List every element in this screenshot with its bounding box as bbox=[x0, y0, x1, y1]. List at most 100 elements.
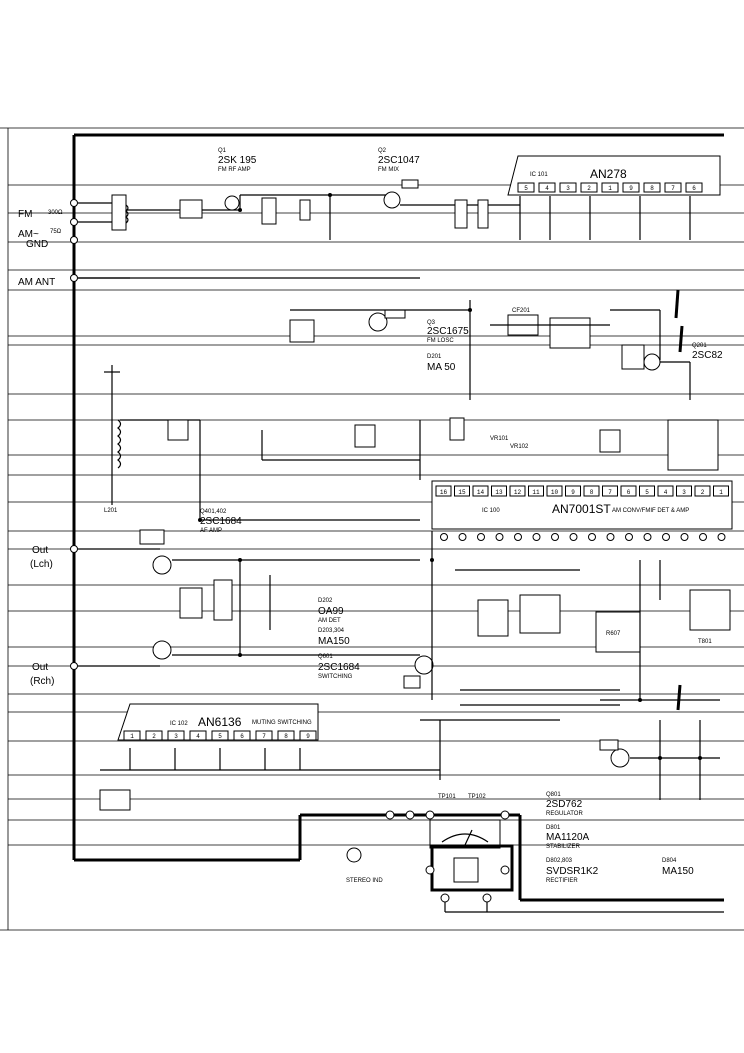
ic100-pin-label: 10 bbox=[551, 489, 559, 496]
ic100-pin-box bbox=[657, 485, 674, 497]
junction-dots bbox=[198, 193, 702, 760]
ic100-bottom-pin bbox=[643, 533, 652, 541]
q401-desc: AF AMP bbox=[200, 528, 222, 534]
ic100-pin-box bbox=[509, 485, 526, 497]
ic100-bottom-pin bbox=[440, 533, 448, 541]
ic100-bottom-pin bbox=[625, 533, 633, 541]
regulator-block: Q801 2SD762 REGULATOR D801 MA1120A STABI… bbox=[546, 720, 720, 884]
ic101-pin-box bbox=[601, 182, 619, 193]
ic102-pin-box bbox=[277, 730, 295, 741]
ic100-pin-box bbox=[583, 485, 600, 497]
fm-local-osc: Q3 2SC1675 FM LOSC D201 MA 50 CF201 bbox=[78, 277, 661, 400]
tp-2 bbox=[405, 810, 415, 820]
osc-coil bbox=[289, 319, 315, 343]
ic100-pin-box bbox=[546, 485, 563, 497]
ic101-pin-box bbox=[517, 182, 535, 193]
d202-desc: AM DET bbox=[318, 618, 341, 624]
t801-block bbox=[689, 589, 731, 631]
lch-label: (Lch) bbox=[30, 559, 53, 570]
t-block-2 bbox=[519, 594, 561, 634]
q601-ref: Q601 bbox=[318, 654, 333, 660]
am-ant-terminal bbox=[70, 274, 78, 282]
q402-transistor bbox=[152, 640, 172, 660]
ic101-type: AN278 bbox=[590, 167, 627, 181]
d804-ref: D804 bbox=[662, 858, 677, 864]
q201-ref: Q201 bbox=[692, 343, 707, 349]
ic100-block: IC 100 AN7001ST AM CONV/FMIF DET & AMP 1… bbox=[431, 480, 733, 541]
q201-block: Q201 2SC82 bbox=[621, 289, 723, 400]
q1-type: 2SK 195 bbox=[218, 155, 257, 166]
ic100-bottom-pin bbox=[532, 533, 541, 541]
ic101-pin-box bbox=[580, 182, 598, 193]
l2-coil bbox=[261, 197, 277, 225]
vr101-ref: VR101 bbox=[490, 436, 509, 442]
q601-bias bbox=[403, 675, 421, 689]
ic102-pin-box bbox=[255, 730, 273, 741]
d802-ref: D802,803 bbox=[546, 858, 573, 864]
ic100-pin-label: 3 bbox=[682, 489, 686, 496]
bar-antenna: L201 bbox=[104, 365, 420, 521]
ic101-pin-label: 5 bbox=[524, 185, 528, 192]
ic100-bottom-pin bbox=[662, 533, 670, 541]
am-if-coil bbox=[354, 424, 376, 448]
d802-type: SVDSR1K2 bbox=[546, 866, 599, 877]
fm-front-end: Q1 2SK 195 FM RF AMP Q2 2SC1047 FM MIX bbox=[126, 148, 520, 240]
ic100-desc: AM CONV/FMIF DET & AMP bbox=[612, 508, 689, 514]
q3-ref: Q3 bbox=[427, 320, 436, 326]
ic100-pin-box bbox=[620, 485, 637, 497]
ic101-pin-label: 3 bbox=[566, 185, 570, 192]
switch-block bbox=[99, 789, 131, 811]
if-transformer-1 bbox=[454, 199, 468, 229]
ic100-pin-label: 16 bbox=[440, 489, 448, 496]
out-rch-terminal bbox=[70, 662, 78, 670]
q601-desc: SWITCHING bbox=[318, 674, 353, 680]
fm-impedance-300: 300Ω bbox=[48, 210, 63, 216]
ic101-pin-box bbox=[538, 182, 556, 193]
ic101-pin-label: 2 bbox=[587, 185, 591, 192]
ic101-pin-label: 1 bbox=[608, 185, 612, 192]
ic100-pin-label: 8 bbox=[590, 489, 594, 496]
ic100-pin-box bbox=[694, 485, 711, 497]
fm-impedance-75: 75Ω bbox=[50, 229, 62, 235]
ic102-pin-box bbox=[299, 730, 317, 741]
ic101-ref: IC 101 bbox=[530, 172, 548, 178]
fm-label: FM bbox=[18, 209, 32, 220]
q2-type: 2SC1047 bbox=[378, 155, 420, 166]
ic101-pin-box bbox=[685, 182, 703, 193]
ic100-pin-label: 9 bbox=[571, 489, 575, 496]
stereo-lamp-icon bbox=[346, 847, 362, 863]
q2-transistor bbox=[383, 191, 401, 209]
d203-ref: D203,304 bbox=[318, 628, 345, 634]
ic100-pin-label: 4 bbox=[664, 489, 668, 496]
ic100-pin-label: 5 bbox=[645, 489, 649, 496]
af-resistor-block bbox=[213, 579, 233, 621]
l201-ref: L201 bbox=[104, 508, 118, 514]
q801-marker bbox=[599, 739, 619, 751]
ic100-pin-box bbox=[565, 485, 581, 497]
ic100-bottom-pin bbox=[458, 533, 467, 541]
ic100-pin-label: 15 bbox=[458, 489, 466, 496]
fm-terminal-1 bbox=[70, 199, 78, 207]
ic102-pin-label: 9 bbox=[306, 733, 310, 740]
ic100-ref: IC 100 bbox=[482, 508, 500, 514]
det-switching-labels: D202 OA99 AM DET D203,304 MA150 Q601 2SC… bbox=[318, 598, 434, 689]
ic100-pin-box bbox=[713, 485, 729, 497]
q401-transistor bbox=[152, 555, 172, 575]
tp101-point bbox=[425, 810, 435, 820]
q801-desc: REGULATOR bbox=[546, 811, 583, 817]
gnd-terminal bbox=[70, 236, 78, 244]
q601-type: 2SC1684 bbox=[318, 662, 360, 673]
tp102-point bbox=[500, 810, 510, 820]
q801-transistor bbox=[610, 748, 630, 768]
q1-ref: Q1 bbox=[218, 148, 227, 154]
ic102-pin-box bbox=[233, 730, 251, 741]
ic102-pin-label: 5 bbox=[218, 733, 222, 740]
q1-desc: FM RF AMP bbox=[218, 167, 251, 173]
fm-det-coil bbox=[599, 429, 621, 453]
ic101-pin-box bbox=[643, 182, 661, 193]
t801-ref: T801 bbox=[698, 639, 712, 645]
ic100-pin-label: 12 bbox=[514, 489, 522, 496]
